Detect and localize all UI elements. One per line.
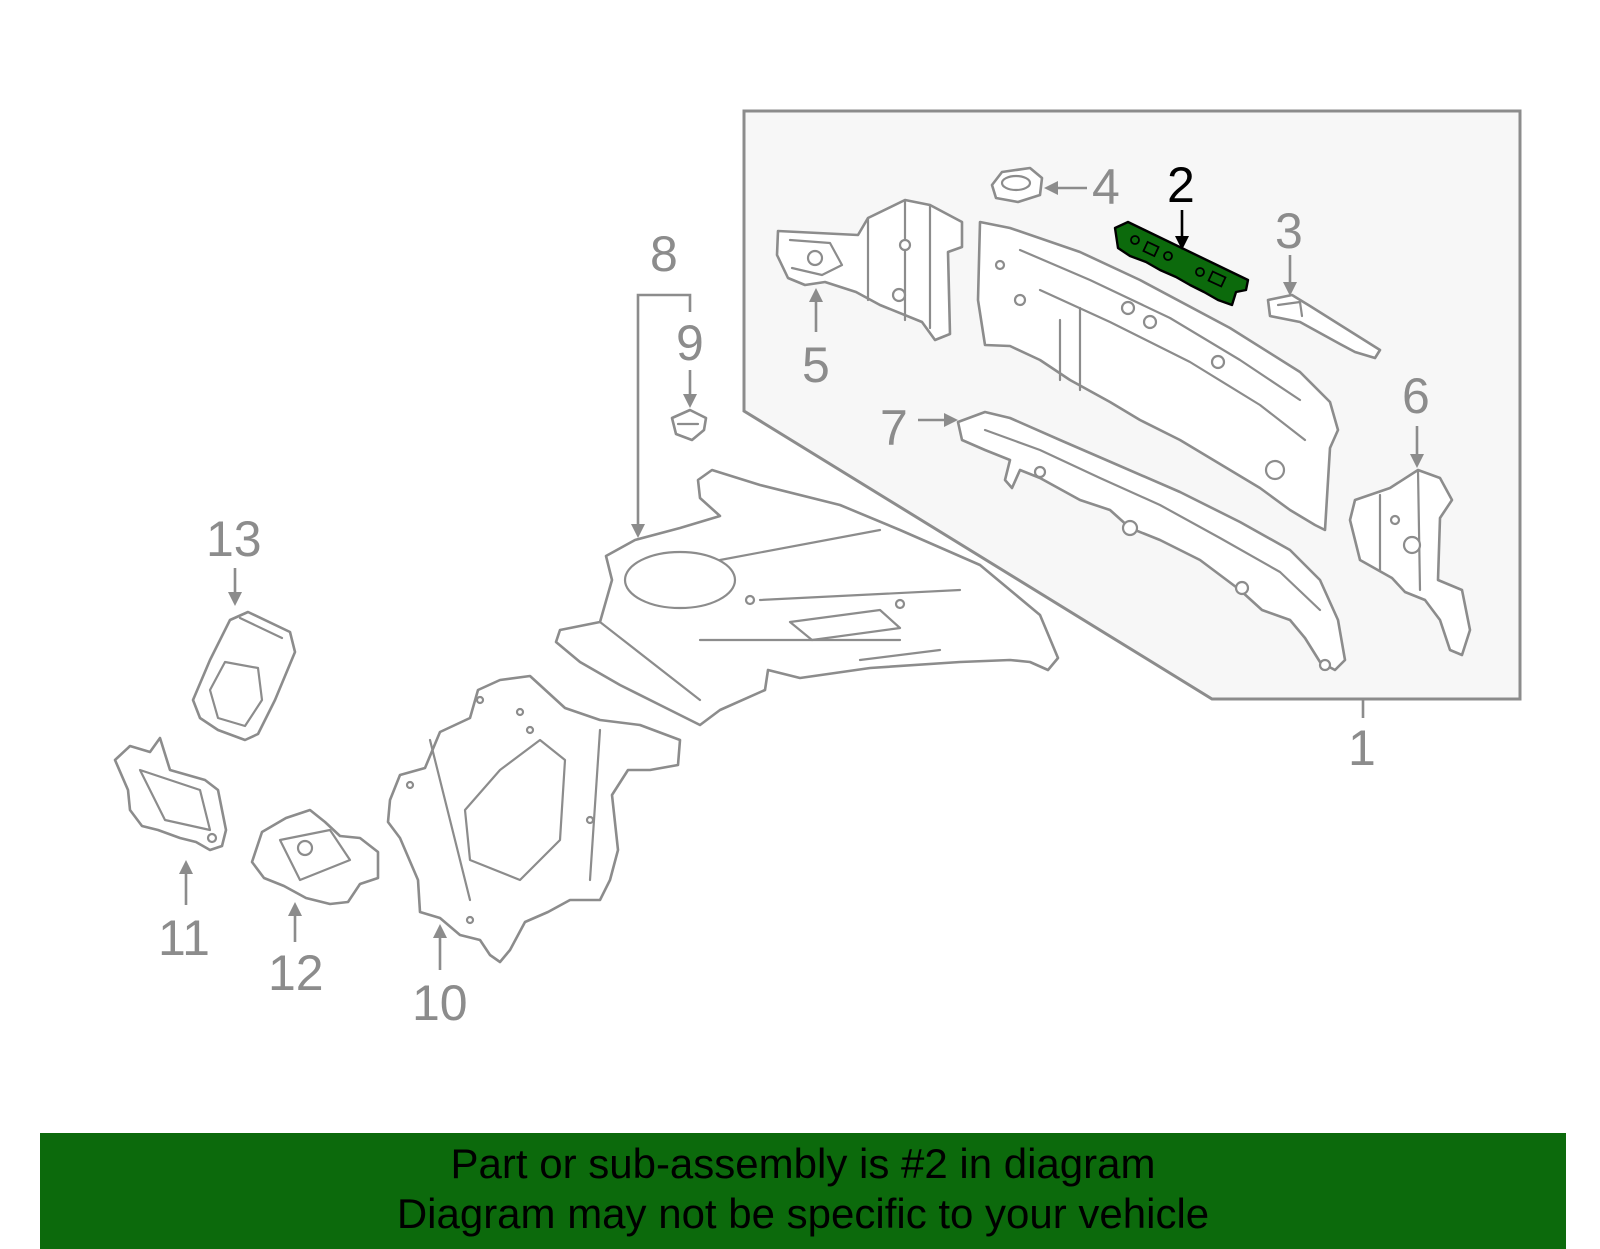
part-7-cross-member[interactable] (956, 410, 1347, 672)
callout-3: 3 (1275, 203, 1303, 259)
leader-8 (636, 293, 692, 532)
part-6-bracket[interactable] (1348, 468, 1472, 657)
banner-line-disclaimer: Diagram may not be specific to your vehi… (396, 1190, 1210, 1237)
part-8-floor-pan[interactable] (554, 468, 1060, 727)
part-13-cover[interactable] (191, 610, 297, 742)
callout-6: 6 (1402, 368, 1430, 424)
callout-1: 1 (1348, 720, 1376, 776)
parts-diagram: 1 5 4 2 (113, 109, 1522, 1031)
callout-13: 13 (206, 511, 262, 567)
banner-line-part-number: Part or sub-assembly is #2 in diagram (450, 1140, 1156, 1187)
callout-5: 5 (802, 337, 830, 393)
callout-10: 10 (412, 975, 468, 1031)
info-banner: Part or sub-assembly is #2 in diagram Di… (40, 1133, 1566, 1249)
part-4-grommet[interactable] (990, 166, 1044, 204)
callout-2: 2 (1167, 157, 1195, 213)
callout-9: 9 (676, 315, 704, 371)
part-11-bracket[interactable] (113, 736, 228, 852)
callout-7: 7 (880, 400, 908, 456)
callout-12: 12 (268, 945, 324, 1001)
part-10-wheelhouse[interactable] (386, 674, 682, 964)
part-2-reinforcement-highlighted[interactable] (1113, 220, 1250, 307)
callout-8: 8 (650, 226, 678, 282)
part-3-bracket[interactable] (1266, 293, 1382, 360)
callout-4: 4 (1092, 159, 1120, 215)
part-9-clip[interactable] (670, 408, 708, 442)
part-1-rear-panel[interactable] (976, 220, 1340, 532)
callout-11: 11 (158, 910, 210, 966)
part-12-bracket[interactable] (250, 808, 380, 906)
part-5-bracket[interactable] (775, 198, 964, 342)
